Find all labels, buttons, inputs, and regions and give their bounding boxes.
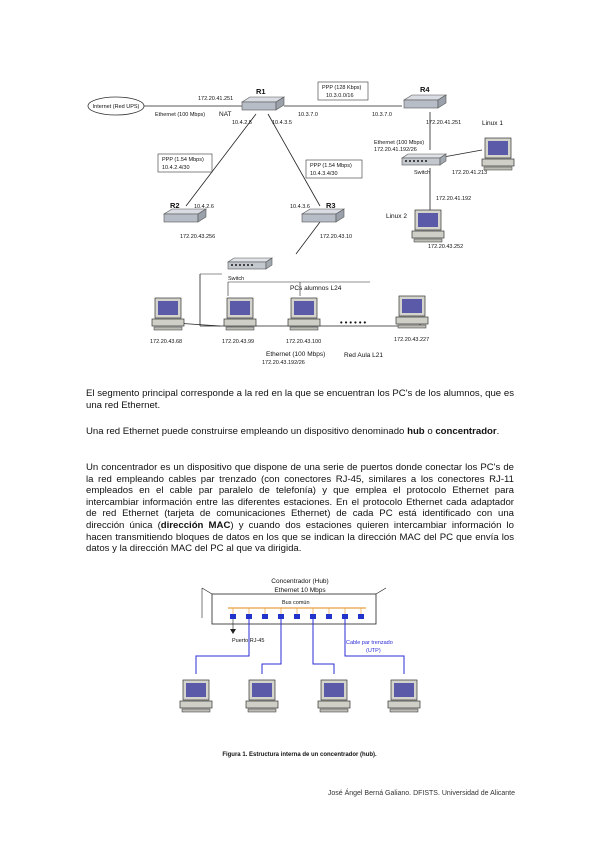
lab-net: 172.20.41.192/26 (374, 147, 417, 153)
linux2-label: Linux 2 (386, 213, 407, 220)
r1-ip-a: 10.4.2.5 (232, 120, 252, 126)
r1-r2-net: 10.4.2.4/30 (162, 165, 190, 171)
network-diagram: Internet (Red UPS) Ethernet (100 Mbps) 1… (87, 81, 515, 366)
paragraph-hub-text-e: . (496, 426, 500, 437)
r1-r4-net: 10.3.0.0/16 (326, 93, 354, 99)
cloud-icon (87, 96, 145, 116)
r1-r4-link: PPP (128 Kbps) (322, 85, 362, 91)
paragraph-concentrador-text-a: Un concentrador es un dispositivo que di… (86, 462, 514, 531)
pc1-icon (151, 297, 185, 331)
linux2-ip-top: 172.20.41.192 (436, 196, 471, 202)
pc4-ip: 172.20.43.227 (394, 337, 429, 343)
paragraph-concentrador: Un concentrador es un dispositivo que di… (86, 462, 514, 555)
r3-lan-ip: 172.20.43.10 (320, 234, 352, 240)
term-mac: dirección MAC (160, 519, 231, 531)
pc-group-label: PCs alumnos L24 (290, 285, 342, 292)
linux2-ip: 172.20.43.252 (428, 244, 463, 250)
router-r4-label: R4 (420, 85, 430, 94)
paragraph-hub-text-a: Una red Ethernet puede construirse emple… (86, 426, 408, 437)
switch-main-icon (227, 257, 273, 270)
pc2-ip: 172.20.43.99 (222, 339, 254, 345)
r4-ip: 172.20.41.251 (426, 120, 461, 126)
r1-r2-link: PPP (1.54 Mbps) (162, 157, 204, 163)
pc1-ip: 172.20.43.68 (150, 339, 182, 345)
internet-label: Internet (Red UPS) (93, 104, 140, 110)
hub-title-2: Ethernet 10 Mbps (274, 587, 326, 594)
paragraph-segment: El segmento principal corresponde a la r… (86, 388, 514, 411)
r2-lan-ip: 172.20.43.256 (180, 234, 215, 240)
pc3-icon (287, 297, 321, 331)
hub-pc4-icon (387, 679, 421, 713)
bus-label: Bus común (282, 600, 310, 606)
router-r2-icon (163, 208, 207, 223)
router-r3-label: R3 (326, 201, 336, 210)
router-r2-label: R2 (170, 201, 180, 210)
port-row (230, 614, 364, 619)
hub-diagram: Concentrador (Hub) Ethernet 10 Mbps Bus … (179, 578, 421, 713)
router-r1-icon (241, 96, 285, 111)
r1-r3-link: PPP (1.54 Mbps) (310, 163, 352, 169)
paragraph-concentrador-text-c: ) y cuando dos estaciones quieren interc… (86, 519, 514, 555)
r3-ip: 10.4.3.6 (290, 204, 310, 210)
main-link: Ethernet (100 Mbps) (266, 351, 325, 358)
term-hub: hub (407, 426, 425, 437)
linux2-pc-icon (411, 209, 445, 243)
router-r1-label: R1 (256, 87, 266, 96)
router-r4-icon (403, 94, 447, 109)
figure-caption: Figura 1. Estructura interna de un conce… (222, 752, 377, 758)
router-r3-icon (301, 208, 345, 223)
cable-label-1: Cable par trenzado (346, 640, 393, 646)
linux1-ip: 172.20.41.213 (452, 170, 487, 176)
r1-ip-b: 10.4.3.5 (272, 120, 292, 126)
room-label: Red Aula L21 (344, 352, 383, 359)
pc4-icon (395, 295, 429, 329)
pc-dots: • • • • • • (340, 318, 367, 327)
switch-right-icon (401, 153, 447, 166)
hub-pc1-icon (179, 679, 213, 713)
switch-right-label: Switch (414, 170, 430, 176)
r1-ip-c: 10.3.7.0 (298, 112, 318, 118)
port-label: Puerto RJ-45 (232, 638, 264, 644)
switch-main-label: Switch (228, 276, 244, 282)
linux1-pc-icon (481, 137, 515, 171)
lab-link: Ethernet (100 Mbps) (374, 140, 424, 146)
page-footer: José Ángel Berná Galiano. DFISTS. Univer… (327, 790, 515, 797)
hub-pc3-icon (317, 679, 351, 713)
r4-left-ip: 10.3.7.0 (372, 112, 392, 118)
main-net: 172.20.43.192/26 (262, 360, 305, 366)
nat-label: NAT (219, 111, 232, 118)
internet-link-label: Ethernet (100 Mbps) (155, 112, 205, 118)
r1-r3-net: 10.4.3.4/30 (310, 171, 338, 177)
term-concentrador: concentrador (435, 426, 497, 437)
pc2-icon (223, 297, 257, 331)
pc3-ip: 172.20.43.100 (286, 339, 321, 345)
r1-left-ip: 172.20.41.251 (198, 96, 233, 102)
twisted-pair-cables (195, 619, 405, 674)
paragraph-hub: Una red Ethernet puede construirse emple… (86, 426, 514, 438)
r2-ip: 10.4.2.6 (194, 204, 214, 210)
paragraph-hub-text-c: o (424, 426, 436, 437)
cable-label-2: (UTP) (366, 648, 381, 654)
linux1-label: Linux 1 (482, 120, 503, 127)
hub-pc2-icon (245, 679, 279, 713)
hub-title-1: Concentrador (Hub) (271, 578, 328, 585)
